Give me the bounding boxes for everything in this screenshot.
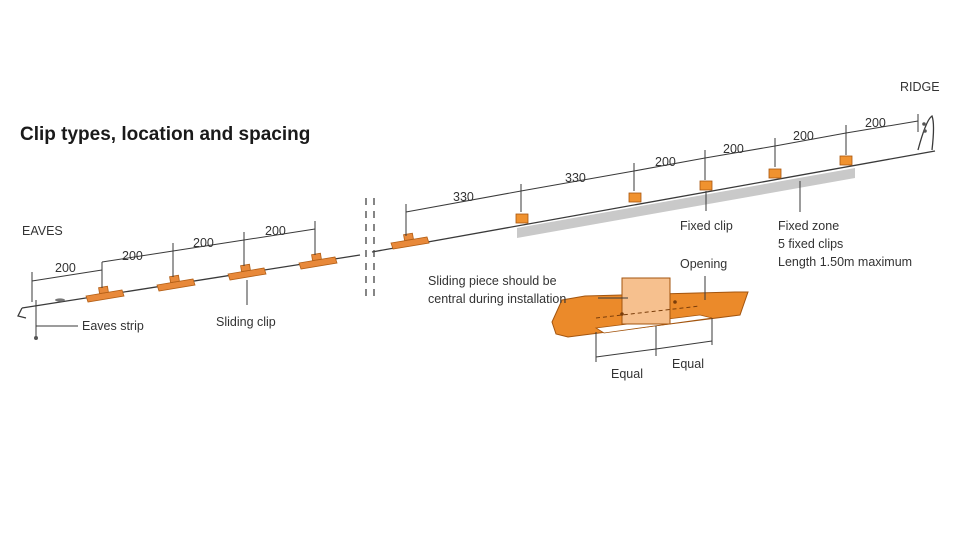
- ridge-label: RIDGE: [900, 80, 940, 94]
- equal-dimensions: [595, 318, 713, 362]
- fixed-clip: [839, 155, 853, 166]
- fixed-zone-band: [517, 168, 855, 238]
- sliding-clip: [85, 285, 125, 303]
- dimension-label: 200: [265, 224, 286, 238]
- opening-label: Opening: [680, 257, 727, 271]
- fixed-clip: [628, 192, 642, 203]
- dimension-label: 330: [453, 190, 474, 204]
- equal-left-label: Equal: [611, 367, 643, 381]
- diagram-title: Clip types, location and spacing: [20, 124, 310, 145]
- sliding-clip: [156, 274, 196, 292]
- dimension-label: 200: [865, 116, 886, 130]
- dimension-label: 200: [122, 249, 143, 263]
- fixed-clip: [515, 213, 529, 224]
- sliding-clip: [227, 263, 267, 281]
- length-max-label: Length 1.50m maximum: [778, 255, 912, 269]
- dimension-label: 330: [565, 171, 586, 185]
- ridge-detail: [917, 115, 935, 151]
- sliding-note-line-2: central during installation: [428, 292, 566, 306]
- fixed-clips-count-label: 5 fixed clips: [778, 237, 843, 251]
- eaves-strip: [17, 298, 78, 340]
- eaves-label: EAVES: [22, 224, 63, 238]
- dimension-lines-left: [31, 221, 316, 302]
- fixed-clip: [699, 180, 713, 191]
- dimension-label: 200: [655, 155, 676, 169]
- fixed-zone-label: Fixed zone: [778, 219, 839, 233]
- eaves-strip-label: Eaves strip: [82, 319, 144, 333]
- equal-right-label: Equal: [672, 357, 704, 371]
- dimension-label: 200: [55, 261, 76, 275]
- sliding-clip: [390, 232, 430, 250]
- dimension-label: 200: [723, 142, 744, 156]
- fixed-clip-label: Fixed clip: [680, 219, 733, 233]
- dimension-lines-right: [405, 114, 919, 236]
- sliding-note-line-1: Sliding piece should be: [428, 274, 557, 288]
- dimension-label: 200: [793, 129, 814, 143]
- sliding-clip: [298, 252, 338, 270]
- dimension-label: 200: [193, 236, 214, 250]
- fixed-clip: [768, 168, 782, 179]
- roof-line-right: [371, 150, 936, 253]
- sliding-clip-detail: [551, 277, 749, 338]
- sliding-clip-label: Sliding clip: [216, 315, 276, 329]
